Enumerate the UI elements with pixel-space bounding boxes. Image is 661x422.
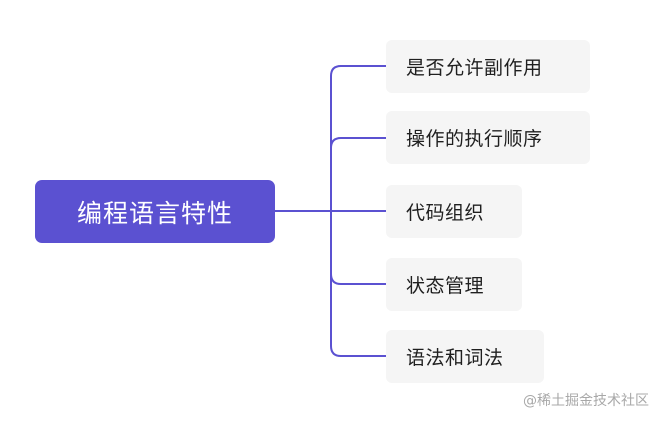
child-node-label: 是否允许副作用 <box>406 57 543 79</box>
child-node-state-management[interactable]: 状态管理 <box>386 258 522 311</box>
child-node-syntax-lexical[interactable]: 语法和词法 <box>386 330 544 383</box>
child-node-label: 状态管理 <box>406 275 485 297</box>
watermark-text: @稀土掘金技术社区 <box>523 393 649 409</box>
child-node-execution-order[interactable]: 操作的执行顺序 <box>386 111 590 164</box>
child-node-label: 代码组织 <box>406 202 485 224</box>
child-node-label: 语法和词法 <box>406 347 504 369</box>
branch-connector-2 <box>330 137 387 149</box>
child-node-code-organization[interactable]: 代码组织 <box>386 185 522 238</box>
child-node-side-effects[interactable]: 是否允许副作用 <box>386 40 590 93</box>
child-node-label: 操作的执行顺序 <box>406 128 543 150</box>
branch-connector-4 <box>330 273 387 285</box>
root-node[interactable]: 编程语言特性 <box>35 180 275 243</box>
root-node-label: 编程语言特性 <box>76 198 233 228</box>
